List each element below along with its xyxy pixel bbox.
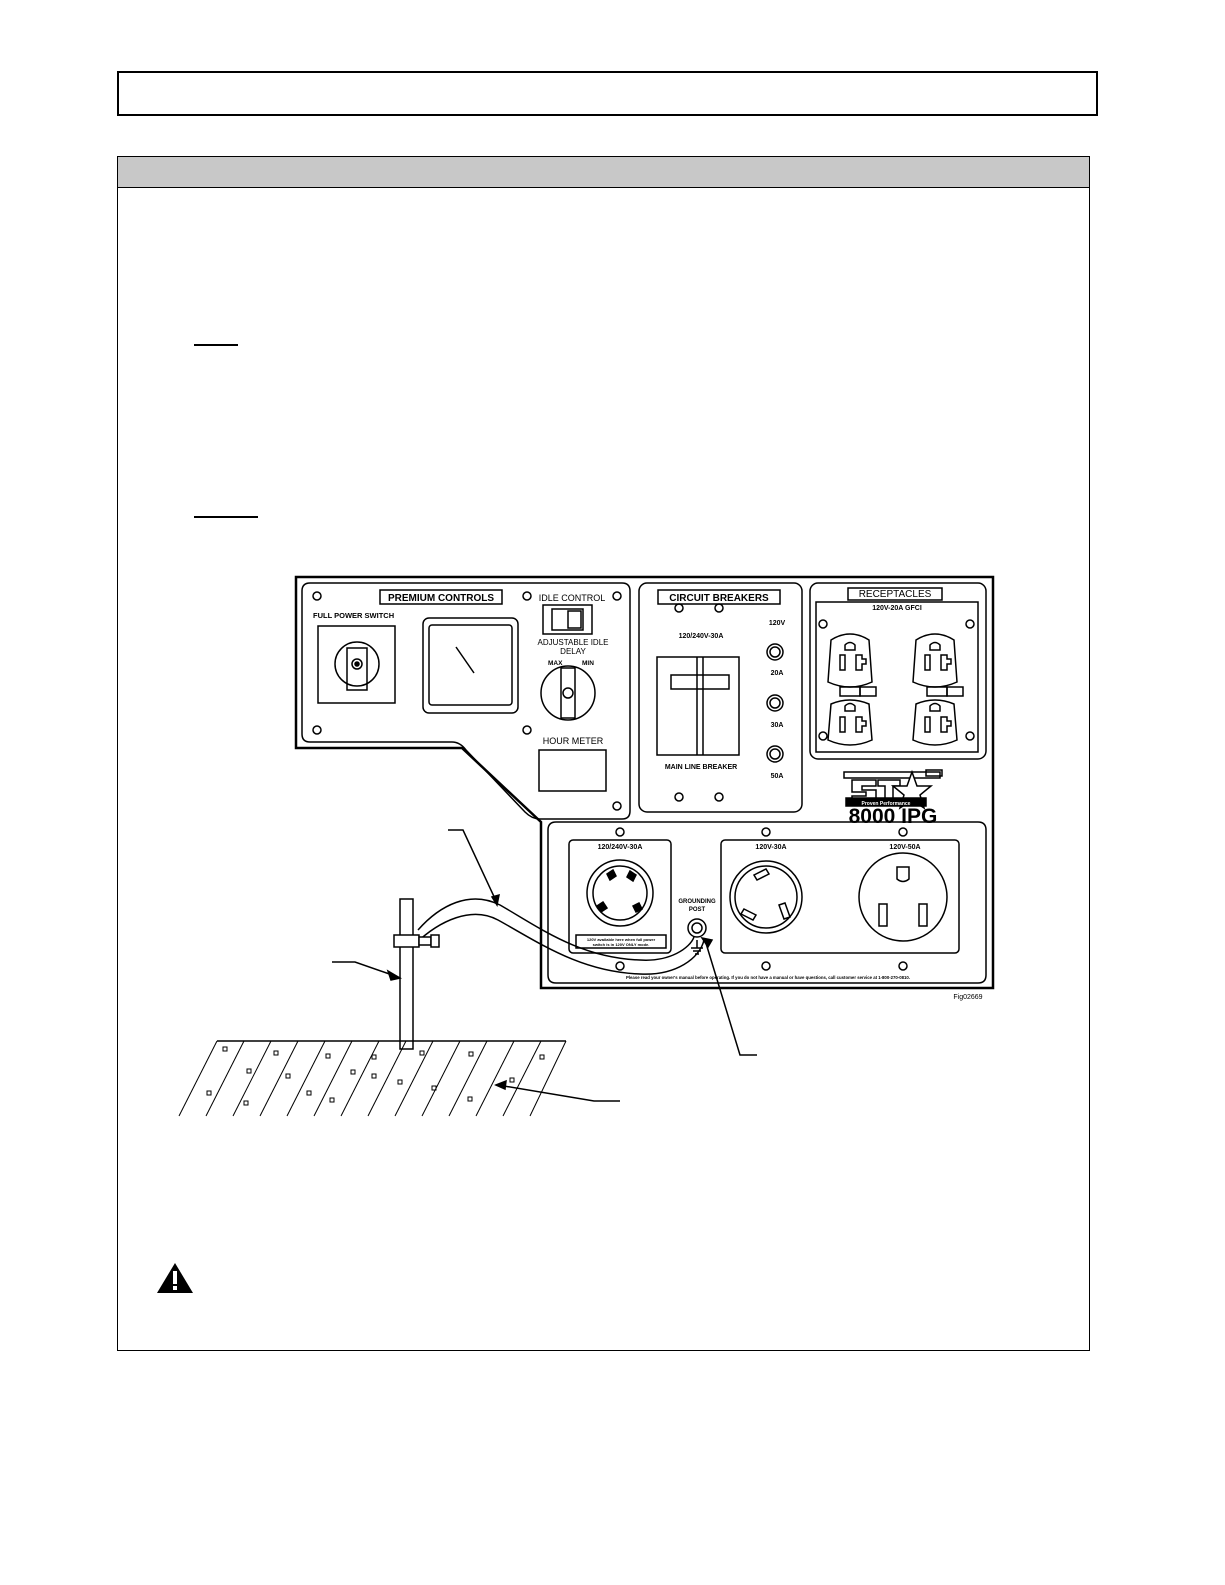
r50-label: 120V-50A xyxy=(889,844,920,851)
lower-receptacle-section xyxy=(547,821,987,984)
callout-arrows xyxy=(332,829,757,1102)
panel-footer: Please read your owner's manual before o… xyxy=(626,975,910,980)
full-power-switch-label: FULL POWER SWITCH xyxy=(313,611,394,620)
section-frame xyxy=(117,156,1090,1351)
r30-label: 120V-30A xyxy=(755,844,786,851)
receptacles-section xyxy=(809,582,987,760)
hour-meter-label: HOUR METER xyxy=(543,736,604,746)
north-star-logo xyxy=(843,769,943,810)
breaker-rating-label: 120/240V-30A xyxy=(679,633,724,640)
a30-label: 30A xyxy=(771,722,784,729)
max-label: MAX xyxy=(548,660,563,667)
delay-label: DELAY xyxy=(560,647,586,656)
min-label: MIN xyxy=(582,660,594,667)
main-line-breaker-label: MAIN LINE BREAKER xyxy=(665,764,737,771)
circuit-breakers-label: CIRCUIT BREAKERS xyxy=(669,593,769,604)
grounding-post-label-2: POST xyxy=(689,907,706,913)
v120-label: 120V xyxy=(769,620,786,627)
model-label: 8000 IPG xyxy=(849,805,938,828)
grounding-post-label-1: GROUNDING xyxy=(678,899,716,905)
twistlock-rating-label: 120/240V-30A xyxy=(598,844,643,851)
page-header-box xyxy=(117,71,1098,116)
panel-labels: PREMIUM CONTROLS FULL POWER SWITCH IDLE … xyxy=(313,589,983,1001)
warning-icon xyxy=(157,1263,193,1293)
premium-controls-label: PREMIUM CONTROLS xyxy=(388,593,494,604)
adjustable-idle-label: ADJUSTABLE IDLE xyxy=(538,638,609,647)
ground-hatching xyxy=(178,1040,567,1117)
idle-control-label: IDLE CONTROL xyxy=(539,593,606,603)
tagline-label: Proven Performance xyxy=(862,801,911,807)
premium-controls-section xyxy=(301,582,631,820)
receptacles-label: RECEPTACLES xyxy=(859,589,932,600)
circuit-breakers-section xyxy=(638,582,803,813)
figure-id: Fig02669 xyxy=(953,994,982,1001)
twistlock-note-2: switch is in 120V ONLY mode. xyxy=(593,942,650,947)
grounding-rod-assembly xyxy=(217,898,705,1050)
section-header-bar xyxy=(118,157,1089,188)
a20-label: 20A xyxy=(771,670,784,677)
gfci-label: 120V-20A GFCI xyxy=(872,605,922,612)
caution-underline xyxy=(194,516,258,518)
twistlock-note-1: 120V available here when full power xyxy=(587,937,656,942)
note-underline xyxy=(194,344,238,346)
a50-label: 50A xyxy=(771,773,784,780)
control-panel xyxy=(294,575,995,990)
